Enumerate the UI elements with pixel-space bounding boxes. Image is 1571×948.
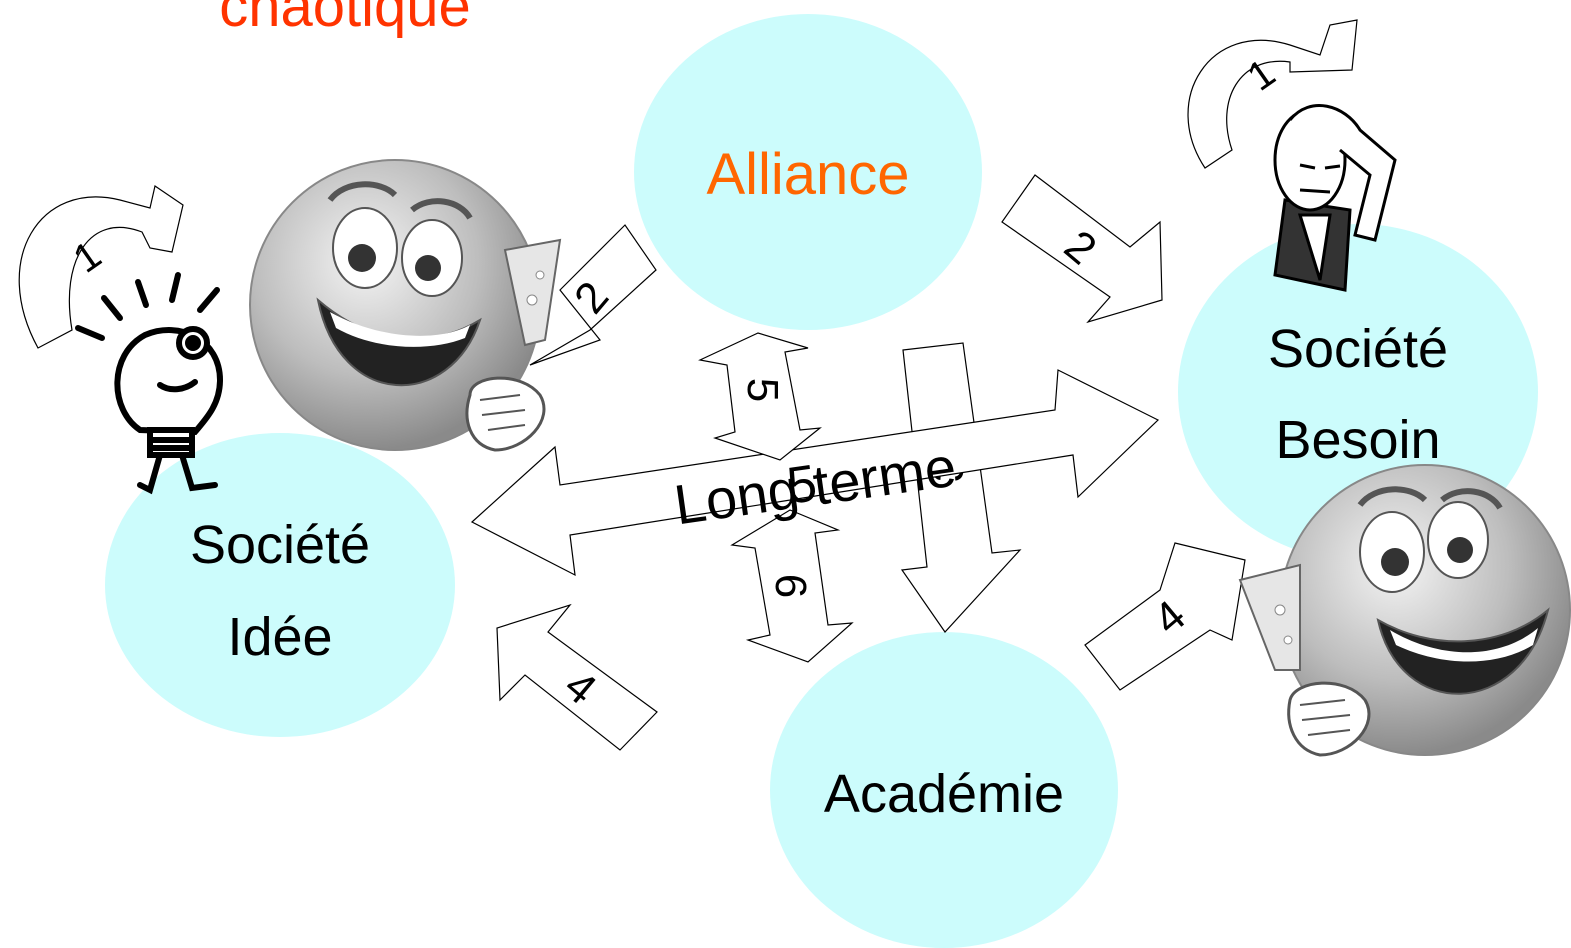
cheering-smiley-icon (1238, 464, 1571, 757)
arrow-long-term (470, 369, 1160, 577)
node-alliance-label: Alliance (706, 142, 909, 207)
node-societe-idee: Société Idée (105, 433, 455, 737)
lightbulb-character-icon (75, 272, 224, 495)
cheering-smiley-icon (249, 159, 562, 452)
arrow-link-6: 6 (730, 509, 854, 663)
node-societe-idee-line1: Société (190, 515, 370, 575)
node-societe-besoin-line2: Besoin (1275, 410, 1440, 470)
page-title: chaotique (219, 0, 471, 39)
loop-arrow-left: 1 (18, 185, 184, 349)
arrow-link-6-label: 6 (766, 574, 815, 598)
arrow-to-besoin: 2 (1001, 174, 1163, 324)
node-societe-besoin-line1: Société (1268, 319, 1448, 379)
node-alliance: Alliance (634, 14, 982, 330)
node-academie-label: Académie (824, 764, 1064, 824)
arrow-from-academie-left: 4 (496, 603, 658, 751)
node-academie: Académie (770, 632, 1118, 948)
arrow-link-5: 5 (698, 332, 822, 461)
node-societe-idee-line2: Idée (227, 607, 332, 667)
arrow-from-academie-right: 4 (1084, 542, 1246, 691)
arrow-link-5-label: 5 (738, 378, 787, 402)
pensive-man-icon (1273, 104, 1397, 292)
